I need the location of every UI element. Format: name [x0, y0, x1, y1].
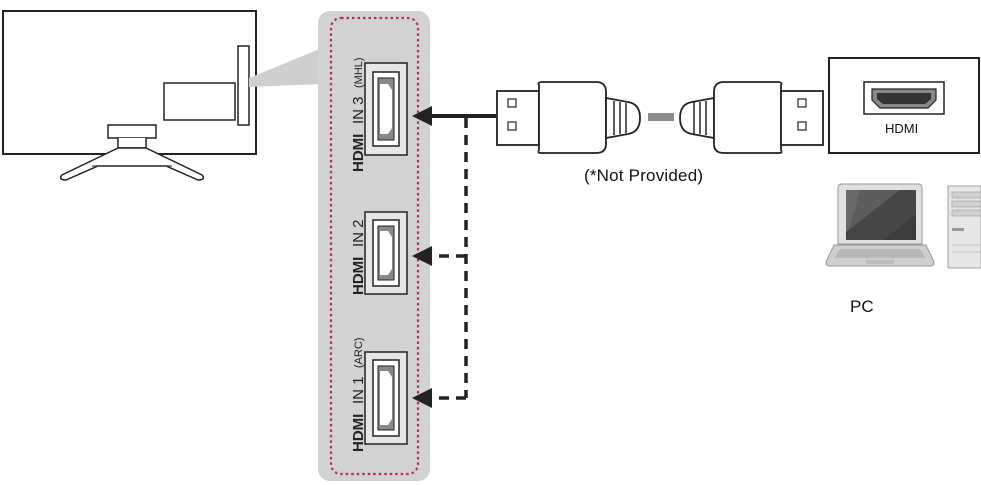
hdmi-brand-in3: HDMI [350, 134, 367, 172]
hdmi-brand-in1: HDMI [350, 414, 367, 452]
hdmi-port-in3[interactable] [364, 62, 408, 156]
cable-not-provided-note: (*Not Provided) [584, 166, 704, 185]
hdmi-port-in1[interactable] [364, 351, 408, 445]
port-label-in3: IN 3 [350, 96, 367, 124]
laptop-icon [825, 183, 935, 267]
tv-icon [2, 10, 257, 181]
hdmi-port-in2[interactable] [364, 211, 408, 295]
port-sublabel-in3: (MHL) [353, 57, 365, 88]
port-label-in2: IN 2 [350, 219, 367, 247]
cable-link [648, 113, 674, 121]
port-label-in1: IN 1 [350, 376, 367, 404]
pc-hdmi-port-label: HDMI [885, 121, 919, 136]
hdmi-cable-icon [496, 81, 824, 154]
zoom-callout [249, 48, 322, 87]
arrow-icon [412, 106, 432, 126]
port-sublabel-in1: (ARC) [353, 337, 365, 368]
connection-dashed [432, 118, 468, 400]
hdmi-brand-in2: HDMI [350, 257, 367, 295]
arrow-icon [412, 388, 432, 408]
connection-solid-in3 [412, 106, 496, 126]
pc-hdmi-port-box [828, 57, 980, 154]
arrow-icon [412, 246, 432, 266]
desktop-tower-icon [947, 185, 981, 269]
hdmi-port-icon[interactable] [863, 81, 945, 115]
pc-label: PC [850, 297, 874, 316]
